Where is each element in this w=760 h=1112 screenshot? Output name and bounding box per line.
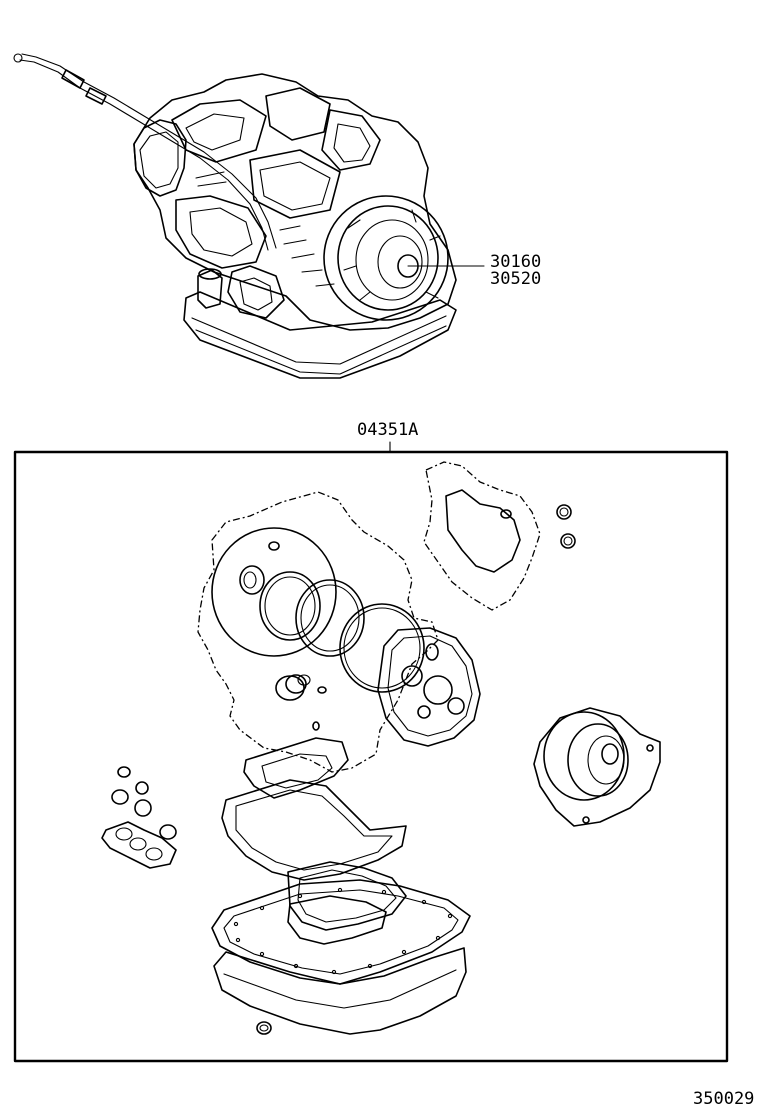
shift-cable [13,53,277,251]
part-number-30520: 30520 [490,269,541,289]
transaxle-assembly-illustration [13,53,485,379]
valve-plate-gasket-small [101,821,177,869]
oil-pan [213,947,467,1035]
gasket-kit-frame [13,450,729,1063]
part-number-30160: 30160 [490,252,541,272]
valve-body-gasket-4 [287,895,387,945]
diagram-reference-number: 350029 [693,1089,754,1109]
valve-body-gasket-1 [243,737,349,799]
valve-body-gasket-3 [287,861,407,931]
oil-pan-gasket [211,879,471,985]
side-seal-housing [533,707,661,827]
extension-housing-gasket [423,461,541,611]
kit-part-number: 04351A [357,420,418,440]
case-gasket [197,491,439,773]
valve-body-gasket-2 [221,779,407,881]
gasket-kit-illustration [101,461,661,1035]
